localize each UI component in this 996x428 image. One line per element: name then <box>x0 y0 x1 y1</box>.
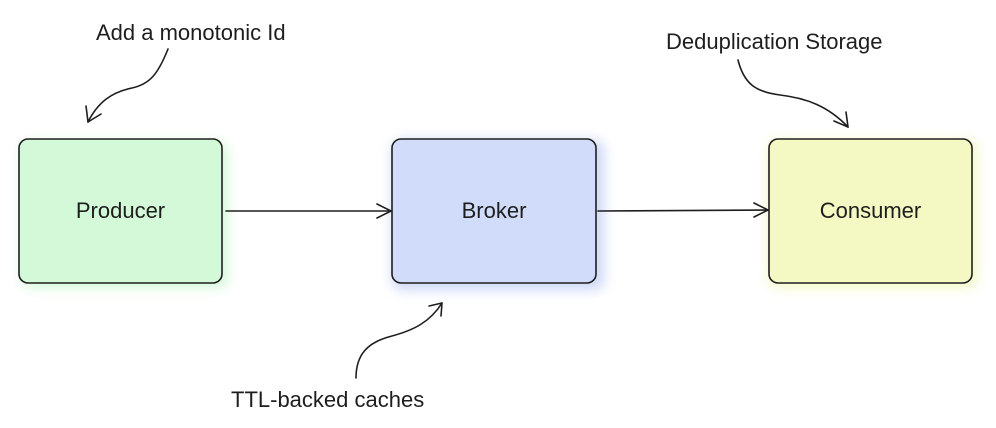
consumer-note: Deduplication Storage <box>666 29 883 54</box>
arrow-producer-to-broker <box>225 203 392 219</box>
broker-box[interactable] <box>391 138 597 284</box>
consumer-note-arrow <box>737 59 849 128</box>
producer-box[interactable] <box>18 138 223 284</box>
arrow-broker-to-consumer <box>597 202 769 218</box>
consumer-box[interactable] <box>768 138 973 284</box>
broker-label: Broker <box>461 198 527 223</box>
producer-label: Producer <box>75 198 166 223</box>
broker-note-arrow <box>355 302 443 379</box>
producer-note-arrow <box>85 48 169 123</box>
producer-note: Add a monotonic Id <box>96 20 286 45</box>
broker-note: TTL-backed caches <box>231 387 425 412</box>
consumer-label: Consumer <box>819 198 922 223</box>
